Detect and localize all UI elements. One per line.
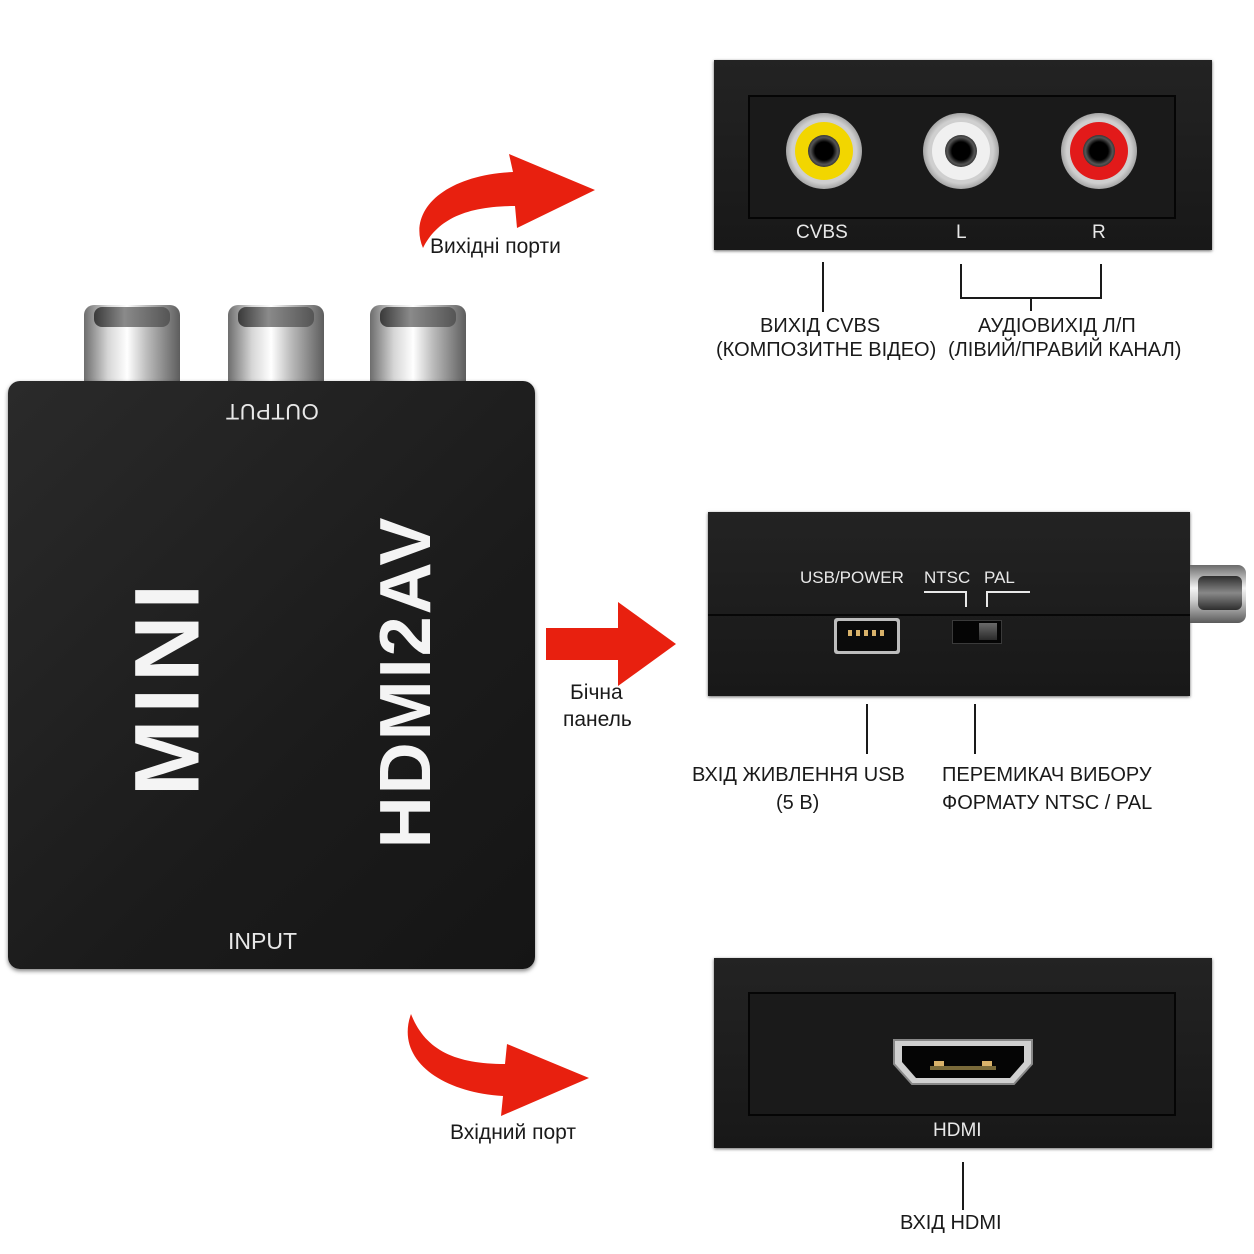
ntsc-pal-switch[interactable] <box>952 620 1002 644</box>
audio-desc-line2: (ЛІВИЙ/ПРАВИЙ КАНАЛ) <box>948 339 1182 361</box>
usb-power-label: USB/POWER <box>800 568 904 587</box>
hdmi-desc: ВХІД HDMI <box>900 1212 1002 1234</box>
rca-jack-cvbs <box>786 113 862 189</box>
usb-desc-line2: (5 В) <box>776 792 820 814</box>
pal-label: PAL <box>984 568 1015 587</box>
bracket-audio-left <box>960 264 962 298</box>
usb-port-icon <box>834 618 900 654</box>
switch-desc-line2: ФОРМАТУ NTSC / PAL <box>942 792 1153 814</box>
bracket-audio-stem <box>1030 297 1032 311</box>
device-input-label: INPUT <box>228 928 297 954</box>
leader-line-cvbs <box>822 262 824 312</box>
port-label-r: R <box>1092 222 1106 243</box>
side-rca-rim <box>1198 576 1242 610</box>
device-output-label: OUTPUT <box>225 399 319 424</box>
port-label-l: L <box>956 222 967 243</box>
side-panel-divider <box>708 614 1190 616</box>
callout-input-port: Вхідний порт <box>450 1121 576 1144</box>
rca-connector-left <box>84 305 180 381</box>
pal-bracket-h <box>986 591 1030 593</box>
leader-line-switch <box>974 704 976 754</box>
leader-line-usb <box>866 704 868 754</box>
usb-desc-line1: ВХІД ЖИВЛЕННЯ USB <box>692 764 905 786</box>
leader-line-hdmi <box>962 1162 964 1210</box>
pal-bracket-v <box>986 591 988 607</box>
callout-side-panel-line1: Бічна <box>570 681 623 704</box>
cvbs-desc-line1: ВИХІД CVBS <box>760 315 881 337</box>
ntsc-bracket-v <box>965 591 967 607</box>
callout-side-panel-line2: панель <box>563 708 632 731</box>
curved-arrow-down-icon <box>407 1014 589 1116</box>
bracket-audio-right <box>1100 264 1102 298</box>
ntsc-bracket-h <box>924 591 966 593</box>
side-panel <box>708 512 1190 696</box>
curved-arrow-up-icon <box>419 154 595 248</box>
switch-desc-line1: ПЕРЕМИКАЧ ВИБОРУ <box>942 764 1152 786</box>
rca-jack-left <box>923 113 999 189</box>
ntsc-label: NTSC <box>924 568 971 587</box>
rca-jack-right <box>1061 113 1137 189</box>
cvbs-desc-line2: (КОМПОЗИТНЕ ВІДЕО) <box>716 339 937 361</box>
port-label-cvbs: CVBS <box>796 222 848 243</box>
hdmi-port-icon <box>893 1039 1033 1085</box>
callout-output-ports: Вихідні порти <box>430 235 561 258</box>
rca-connector-right <box>370 305 466 381</box>
hdmi-label: HDMI <box>933 1120 982 1141</box>
converter-device <box>8 381 535 969</box>
straight-arrow-right-icon <box>546 602 676 686</box>
rca-connector-middle <box>228 305 324 381</box>
audio-desc-line1: АУДІОВИХІД Л/П <box>978 315 1136 337</box>
